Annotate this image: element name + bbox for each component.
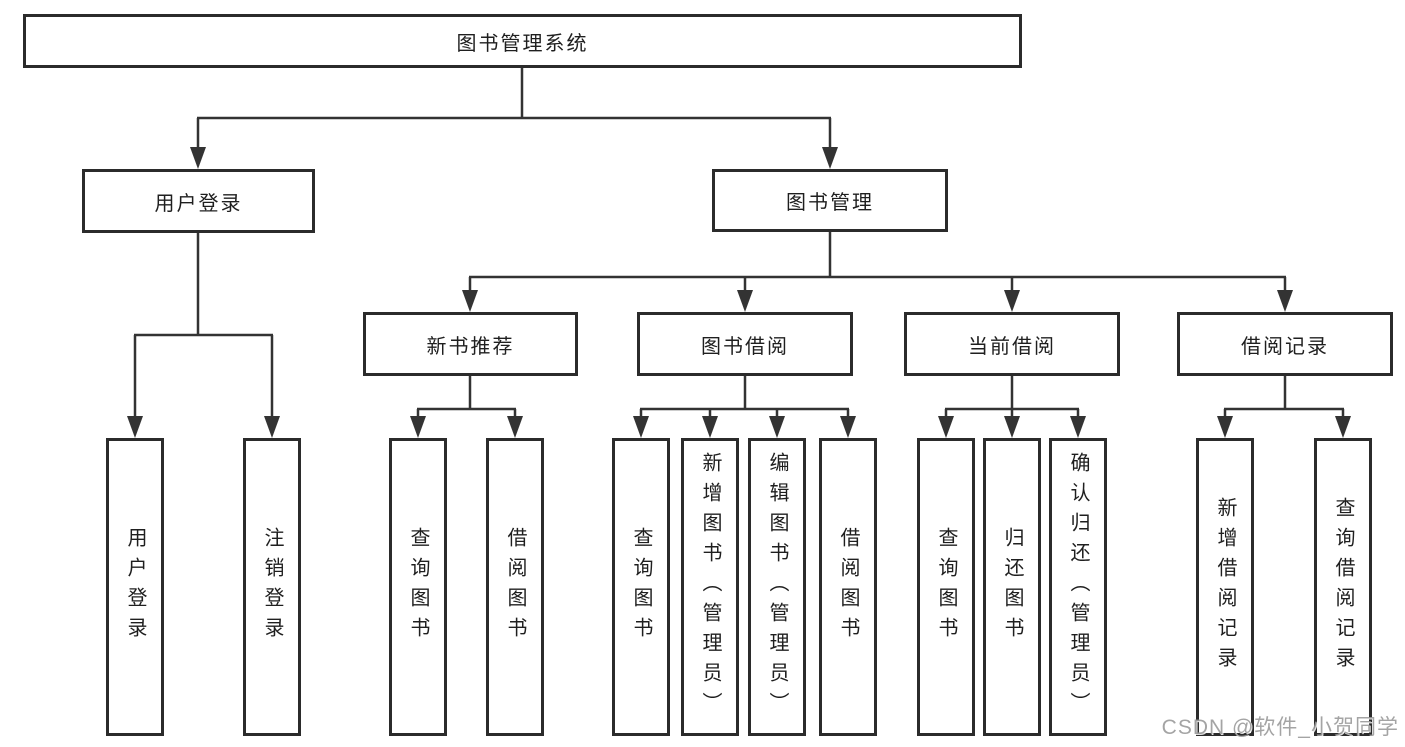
leaf-label: 编辑图书（管理员）	[766, 452, 788, 722]
leaf-query-books-borrowing: 查询图书	[612, 438, 670, 736]
leaf-add-book-admin: 新增图书（管理员）	[681, 438, 739, 736]
leaf-label: 新增借阅记录	[1214, 497, 1236, 677]
node-label: 图书借阅	[701, 335, 789, 358]
node-new-book-recommend: 新书推荐	[363, 312, 578, 376]
csdn-watermark: CSDN @软件_小贺同学	[1161, 716, 1399, 739]
leaf-confirm-return-admin: 确认归还（管理员）	[1049, 438, 1107, 736]
leaf-label: 确认归还（管理员）	[1067, 452, 1089, 722]
leaf-query-books-recommend: 查询图书	[389, 438, 447, 736]
leaf-user-login: 用户登录	[106, 438, 164, 736]
leaf-label: 用户登录	[124, 527, 146, 647]
node-library-system: 图书管理系统	[23, 14, 1022, 68]
leaf-logout-login: 注销登录	[243, 438, 301, 736]
leaf-label: 查询图书	[407, 527, 429, 647]
leaf-label: 注销登录	[261, 527, 283, 647]
node-borrowing-records: 借阅记录	[1177, 312, 1393, 376]
leaf-borrow-books-recommend: 借阅图书	[486, 438, 544, 736]
node-label: 借阅记录	[1241, 335, 1329, 358]
node-label: 用户登录	[154, 192, 243, 215]
leaf-label: 查询图书	[935, 527, 957, 647]
node-label: 当前借阅	[968, 335, 1056, 358]
leaf-borrow-books-borrowing: 借阅图书	[819, 438, 877, 736]
leaf-label: 归还图书	[1001, 527, 1023, 647]
node-book-borrowing: 图书借阅	[637, 312, 853, 376]
leaf-label: 借阅图书	[504, 527, 526, 647]
node-label: 图书管理	[786, 192, 874, 214]
leaf-label: 新增图书（管理员）	[699, 452, 721, 722]
leaf-add-borrow-record: 新增借阅记录	[1196, 438, 1254, 736]
node-book-management: 图书管理	[712, 169, 948, 232]
node-label: 新书推荐	[426, 335, 515, 358]
node-user-login: 用户登录	[82, 169, 315, 233]
leaf-return-book: 归还图书	[983, 438, 1041, 736]
leaf-query-borrow-record: 查询借阅记录	[1314, 438, 1372, 736]
leaf-label: 借阅图书	[837, 527, 859, 647]
leaf-query-books-current: 查询图书	[917, 438, 975, 736]
node-label: 图书管理系统	[456, 32, 589, 55]
leaf-edit-book-admin: 编辑图书（管理员）	[748, 438, 806, 736]
leaf-label: 查询借阅记录	[1332, 497, 1354, 677]
node-current-borrowing: 当前借阅	[904, 312, 1120, 376]
leaf-label: 查询图书	[630, 527, 652, 647]
